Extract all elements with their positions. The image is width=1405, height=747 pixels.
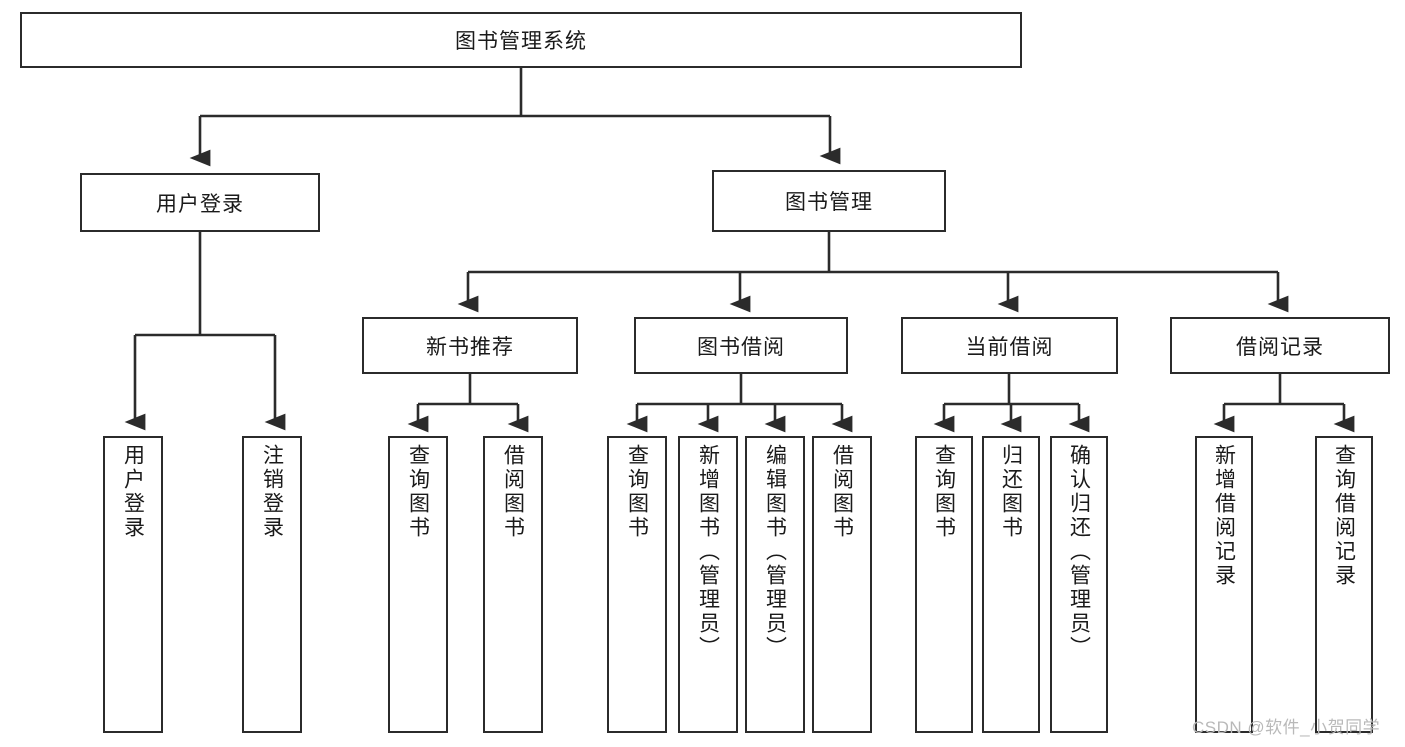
leaf-edit-book[interactable]: 编辑图书（管理员） bbox=[745, 436, 805, 733]
leaf-add-book[interactable]: 新增图书（管理员） bbox=[678, 436, 738, 733]
leaf-borrow-book-2[interactable]: 借阅图书 bbox=[812, 436, 872, 733]
leaf-query-book-2-label: 查询图书 bbox=[625, 444, 649, 540]
leaf-query-book-2[interactable]: 查询图书 bbox=[607, 436, 667, 733]
leaf-return-book[interactable]: 归还图书 bbox=[982, 436, 1040, 733]
node-book-borrow[interactable]: 图书借阅 bbox=[634, 317, 848, 374]
leaf-logout[interactable]: 注销登录 bbox=[242, 436, 302, 733]
node-root-label: 图书管理系统 bbox=[455, 30, 587, 53]
node-current-borrow-label: 当前借阅 bbox=[965, 335, 1054, 359]
csdn-watermark: CSDN @软件_小贺同学 bbox=[1192, 718, 1381, 737]
leaf-borrow-book-1[interactable]: 借阅图书 bbox=[483, 436, 543, 733]
leaf-confirm-return-label: 确认归还（管理员） bbox=[1067, 444, 1091, 660]
node-user-login-label: 用户登录 bbox=[156, 192, 244, 216]
leaf-user-login-label: 用户登录 bbox=[121, 444, 145, 540]
node-book-manage-label: 图书管理 bbox=[785, 191, 873, 214]
leaf-query-book-1[interactable]: 查询图书 bbox=[388, 436, 448, 733]
leaf-add-record-label: 新增借阅记录 bbox=[1212, 444, 1236, 588]
leaf-edit-book-label: 编辑图书（管理员） bbox=[763, 444, 787, 660]
node-book-borrow-label: 图书借阅 bbox=[697, 335, 785, 359]
leaf-logout-label: 注销登录 bbox=[260, 444, 284, 540]
leaf-query-book-1-label: 查询图书 bbox=[406, 444, 430, 540]
leaf-add-record[interactable]: 新增借阅记录 bbox=[1195, 436, 1253, 733]
leaf-query-book-3-label: 查询图书 bbox=[932, 444, 956, 540]
leaf-add-book-label: 新增图书（管理员） bbox=[696, 444, 720, 660]
node-root[interactable]: 图书管理系统 bbox=[20, 12, 1022, 68]
leaf-borrow-book-1-label: 借阅图书 bbox=[501, 444, 525, 540]
node-borrow-record-label: 借阅记录 bbox=[1236, 335, 1324, 359]
node-borrow-record[interactable]: 借阅记录 bbox=[1170, 317, 1390, 374]
leaf-query-record[interactable]: 查询借阅记录 bbox=[1315, 436, 1373, 733]
node-new-book-recommend[interactable]: 新书推荐 bbox=[362, 317, 578, 374]
node-book-manage[interactable]: 图书管理 bbox=[712, 170, 946, 232]
leaf-query-book-3[interactable]: 查询图书 bbox=[915, 436, 973, 733]
leaf-borrow-book-2-label: 借阅图书 bbox=[830, 444, 854, 540]
leaf-return-book-label: 归还图书 bbox=[999, 444, 1023, 540]
leaf-confirm-return[interactable]: 确认归还（管理员） bbox=[1050, 436, 1108, 733]
leaf-user-login[interactable]: 用户登录 bbox=[103, 436, 163, 733]
node-current-borrow[interactable]: 当前借阅 bbox=[901, 317, 1118, 374]
leaf-query-record-label: 查询借阅记录 bbox=[1332, 444, 1356, 588]
node-user-login[interactable]: 用户登录 bbox=[80, 173, 320, 232]
node-new-book-recommend-label: 新书推荐 bbox=[426, 335, 514, 359]
